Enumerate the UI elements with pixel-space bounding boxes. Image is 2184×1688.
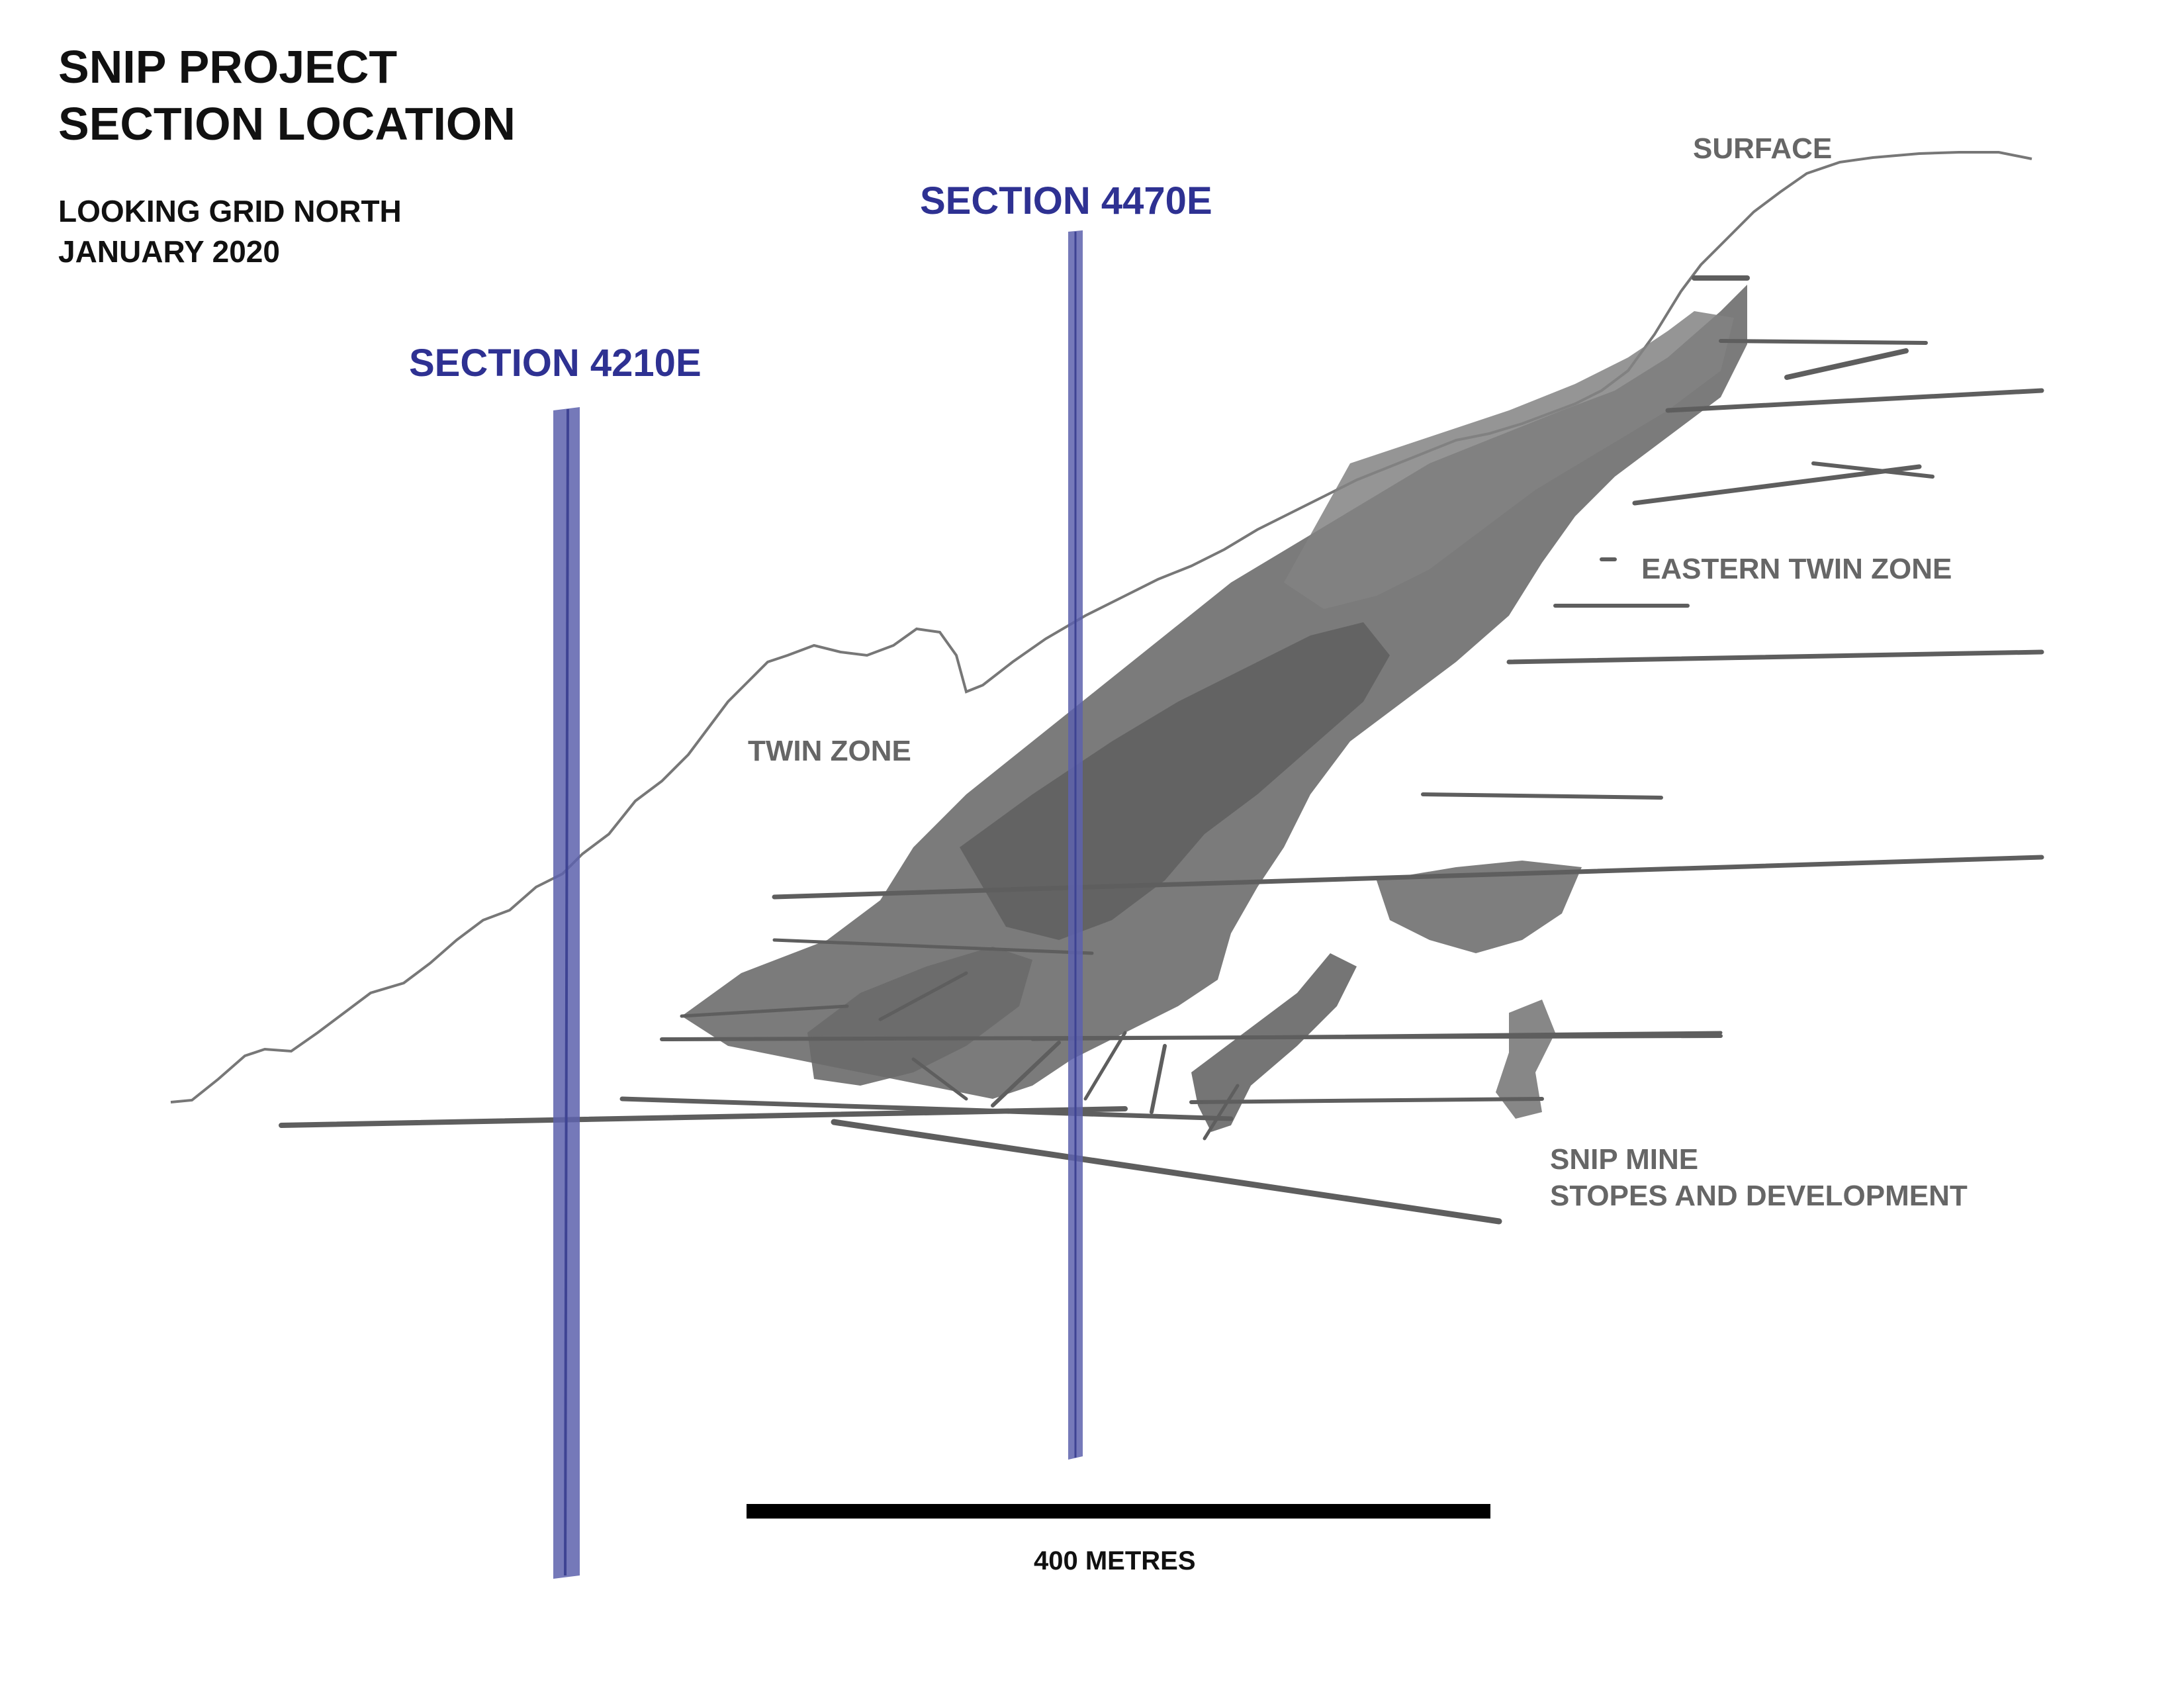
- decline: [991, 1041, 1061, 1107]
- development-drifts: [279, 275, 2044, 1225]
- eastern-twin-zone-label: EASTERN TWIN ZONE: [1641, 553, 1952, 585]
- workings-mass-mid: [960, 622, 1390, 940]
- drift: [1784, 348, 1909, 380]
- workings-mass-small-east: [1496, 1000, 1555, 1119]
- drift: [1811, 461, 1934, 479]
- section-4470e-label: SECTION 4470E: [920, 179, 1212, 222]
- workings-mass-southeast-limb: [1191, 953, 1357, 1132]
- section-4210e-label: SECTION 4210E: [409, 342, 702, 385]
- drift: [619, 1096, 1234, 1121]
- title-line-2: SECTION LOCATION: [58, 98, 516, 150]
- decline: [1150, 1044, 1167, 1114]
- stopes-development-label: STOPES AND DEVELOPMENT: [1550, 1180, 1968, 1212]
- decline: [1083, 1031, 1127, 1101]
- stopes-and-development: [279, 275, 2044, 1225]
- snip-mine-label: SNIP MINE: [1550, 1143, 1699, 1176]
- section-4210e-edge: [564, 408, 569, 1576]
- drift: [1030, 1031, 1723, 1041]
- twin-zone-label: TWIN ZONE: [748, 735, 911, 767]
- drift: [1665, 388, 2044, 413]
- workings-mass-lower: [807, 947, 1032, 1086]
- scale-bar: [747, 1504, 1490, 1519]
- decline: [1203, 1084, 1240, 1141]
- drift: [1506, 649, 2044, 665]
- drift: [1189, 1097, 1544, 1104]
- title-line-1: SNIP PROJECT: [58, 41, 398, 93]
- workings-mass-east-lobe: [1377, 861, 1582, 953]
- subtitle-line-1: LOOKING GRID NORTH: [58, 194, 402, 228]
- drift: [680, 1004, 849, 1018]
- drift: [772, 855, 2044, 900]
- decline: [911, 1057, 968, 1101]
- drift: [1719, 339, 1928, 345]
- scale-bar-label: 400 METRES: [1034, 1546, 1196, 1575]
- subtitle-date: JANUARY 2020: [58, 234, 280, 269]
- drift: [1421, 792, 1663, 800]
- drift: [1632, 464, 1922, 506]
- drift: [831, 1119, 1502, 1225]
- workings-mass-upper: [1284, 311, 1734, 609]
- surface-line: [170, 151, 2032, 1103]
- surface-label: SURFACE: [1693, 132, 1833, 165]
- drift: [772, 938, 1094, 955]
- decline: [878, 971, 968, 1021]
